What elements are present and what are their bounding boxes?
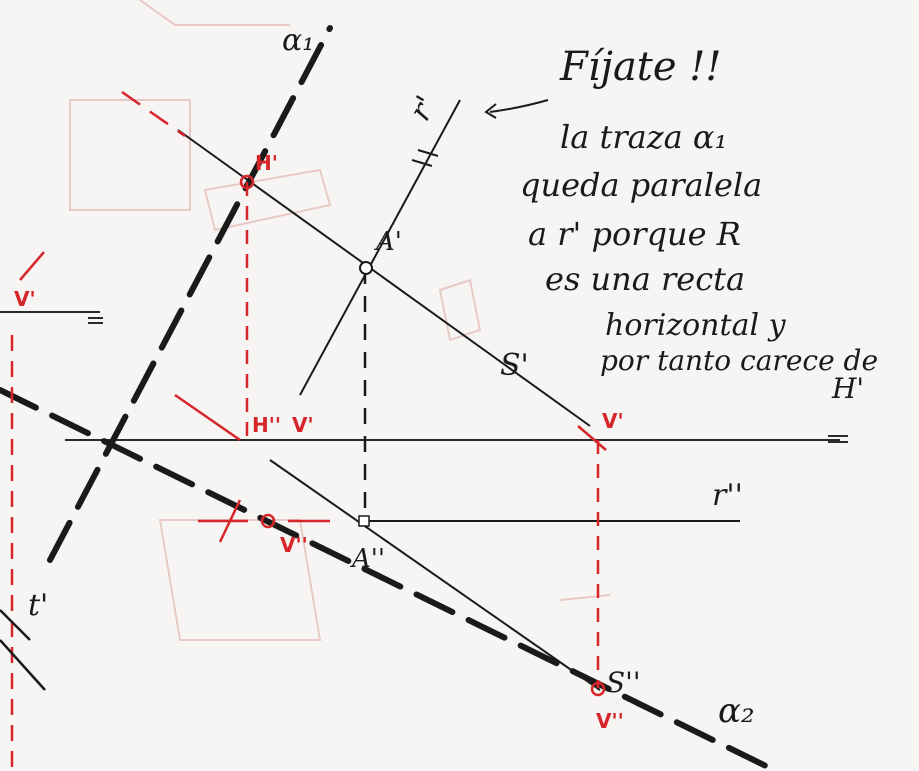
points	[239, 174, 606, 697]
label-a-dprime: A''	[350, 544, 385, 574]
label-h-dprime: H''	[252, 413, 281, 437]
note-line-1: la traza α₁	[560, 118, 727, 156]
label-v-dprime-right: V''	[596, 709, 624, 733]
point-v-dprime-mid	[260, 513, 276, 529]
label-v-prime-mid: V'	[292, 413, 314, 437]
point-a-prime	[359, 261, 373, 275]
label-v-dprime-mid: V''	[280, 533, 308, 557]
s-prime-red-extension	[121, 90, 186, 138]
note-line-7: H'	[831, 372, 864, 405]
point-h-prime	[239, 174, 255, 190]
alpha2-trace	[0, 387, 773, 771]
note-line-6: por tanto carece de	[600, 344, 878, 377]
note-line-2: queda paralela	[520, 166, 762, 204]
label-alpha2: α₂	[718, 691, 755, 731]
left-edge-strokes	[0, 609, 46, 691]
r-prime-line	[299, 99, 461, 396]
note-line-4: es una recta	[545, 260, 745, 298]
label-r-prime: r'	[403, 90, 445, 127]
note-arrow	[484, 99, 549, 119]
label-h-prime: H'	[255, 151, 278, 175]
red-construction-strokes	[19, 251, 607, 543]
point-a-dprime	[358, 515, 370, 527]
alpha1-trace	[47, 25, 333, 563]
label-t-prime: t'	[28, 588, 48, 623]
s-lines	[177, 129, 601, 691]
r-prime-parallel-mark	[411, 149, 439, 167]
label-v-prime-left: V'	[14, 287, 36, 311]
ground-lines	[0, 311, 848, 443]
handwritten-note: Fíjate !! la traza α₁ queda paralela a r…	[520, 44, 878, 405]
note-line-3: a r' porque R	[528, 215, 741, 253]
label-s-prime: S'	[500, 348, 529, 383]
red-recall-lines	[10, 182, 600, 771]
label-s-dprime: S''	[606, 666, 641, 699]
note-title: Fíjate !!	[559, 44, 721, 90]
label-alpha1: α₁	[282, 23, 314, 58]
label-a-prime: A'	[374, 227, 402, 257]
point-s-dprime	[590, 681, 606, 697]
label-r-dprime: r''	[712, 478, 743, 513]
label-v-prime-right: V'	[602, 409, 624, 433]
note-line-5: horizontal y	[605, 308, 787, 343]
